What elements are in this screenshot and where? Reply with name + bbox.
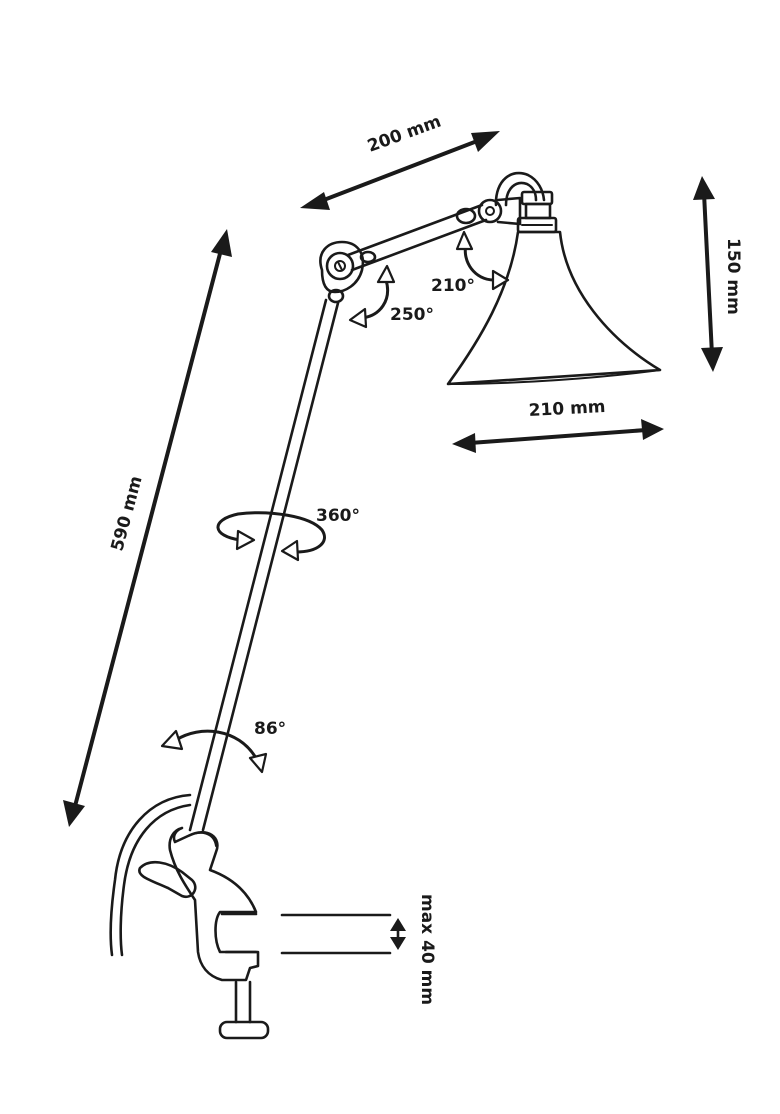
arm-rotation-arrow (348, 264, 396, 329)
head-joint (455, 196, 522, 226)
shade-height-label: 150 mm (723, 238, 743, 315)
upper-arm (346, 203, 488, 272)
power-cable-inner (119, 803, 192, 957)
clamp-base (138, 826, 260, 982)
shade-rotation-label: 210° (431, 276, 475, 296)
lamp-shade (446, 230, 662, 386)
power-cable (109, 793, 192, 957)
clamp-thickness-arrow (390, 918, 406, 950)
shade-rotation-arrow (455, 230, 510, 291)
stem-swivel-arrow (216, 511, 326, 562)
shade-width-arrow (452, 419, 664, 453)
elbow-joint (319, 240, 377, 304)
lower-stem (188, 298, 340, 832)
clamp-screw (234, 980, 252, 1024)
stem-length-label: 590 mm (108, 474, 147, 553)
shade-width-label: 210 mm (528, 397, 606, 421)
table-thickness-lines (280, 913, 392, 955)
arm-length-label: 200 mm (365, 112, 444, 157)
stem-swivel-label: 360° (316, 506, 360, 526)
lamp-socket (516, 190, 558, 234)
base-tilt-label: 86° (254, 719, 286, 739)
clamp-knob (218, 1020, 270, 1040)
arm-rotation-label: 250° (390, 305, 434, 325)
arm-length-arrow (300, 131, 500, 210)
clamp-max-label: max 40 mm (417, 894, 437, 1005)
base-tilt-arrow (160, 729, 268, 774)
shade-height-arrow (693, 176, 723, 372)
stem-length-arrow (63, 229, 232, 827)
